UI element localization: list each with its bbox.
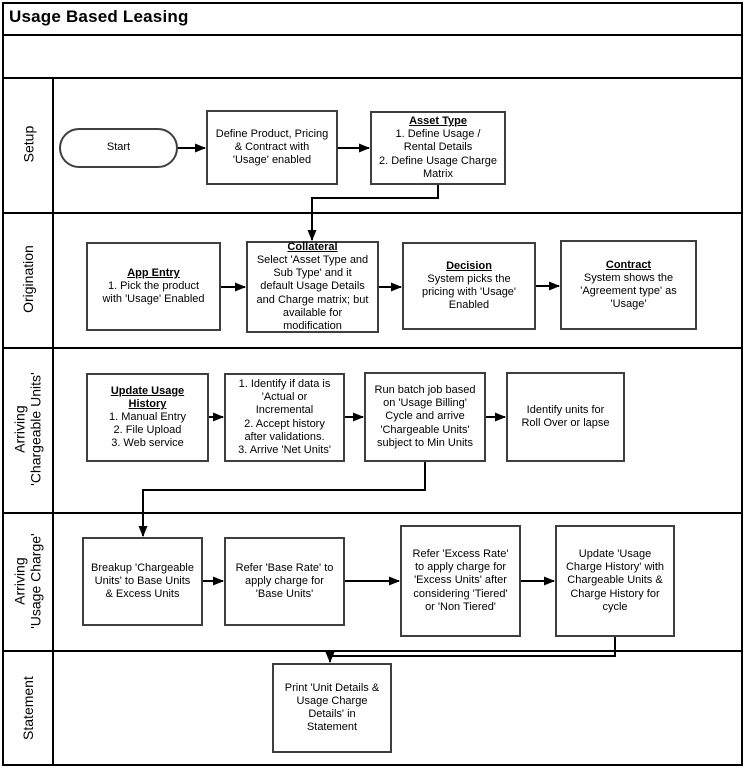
node-asset-type-header: Asset Type <box>409 115 467 128</box>
node-contract: Contract System shows the 'Agreement typ… <box>560 240 697 330</box>
node-start-label: Start <box>106 141 131 154</box>
node-app-entry: App Entry 1. Pick the product with 'Usag… <box>86 242 221 331</box>
node-identify-data: 1. Identify if data is 'Actual or Increm… <box>224 373 345 462</box>
node-define-product: Define Product, Pricing & Contract with … <box>206 110 338 185</box>
header-row-divider <box>2 77 743 79</box>
node-print-statement-label: Print 'Unit Details & Usage Charge Detai… <box>284 681 380 734</box>
lane-divider-1 <box>2 212 743 214</box>
node-asset-type-body: 1. Define Usage / Rental Details 2. Defi… <box>378 128 497 180</box>
node-identify-units-label: Identify units for Roll Over or lapse <box>521 403 610 429</box>
node-contract-body: System shows the 'Agreement type' as 'Us… <box>580 271 677 311</box>
node-refer-base-label: Refer 'Base Rate' to apply charge for 'B… <box>235 561 334 601</box>
node-identify-data-label: 1. Identify if data is 'Actual or Increm… <box>238 377 331 456</box>
lane-label-origination: Origination <box>19 245 36 314</box>
node-update-usage-history-body: 1. Manual Entry 2. File Upload 3. Web se… <box>108 410 187 450</box>
node-collateral: Collateral Select 'Asset Type and Sub Ty… <box>246 241 379 333</box>
node-refer-excess-label: Refer 'Excess Rate' to apply charge for … <box>412 548 509 613</box>
node-refer-base: Refer 'Base Rate' to apply charge for 'B… <box>224 537 345 626</box>
lane-divider-4 <box>2 650 743 652</box>
node-print-statement: Print 'Unit Details & Usage Charge Detai… <box>272 663 392 753</box>
lane-divider-3 <box>2 512 743 514</box>
node-run-batch: Run batch job based on 'Usage Billing' C… <box>364 372 486 462</box>
node-update-history-label: Update 'Usage Charge History' with Charg… <box>565 548 665 613</box>
node-collateral-body: Select 'Asset Type and Sub Type' and it … <box>256 254 369 332</box>
node-run-batch-label: Run batch job based on 'Usage Billing' C… <box>374 384 476 449</box>
title-divider <box>2 34 743 36</box>
node-breakup-label: Breakup 'Chargeable Units' to Base Units… <box>90 561 194 601</box>
node-update-history: Update 'Usage Charge History' with Charg… <box>555 525 675 637</box>
node-decision-header: Decision <box>446 259 492 272</box>
node-identify-units: Identify units for Roll Over or lapse <box>506 372 625 462</box>
node-app-entry-header: App Entry <box>127 266 180 279</box>
lane-label-arriving-usage-charge: Arriving 'Usage Charge' <box>11 533 44 629</box>
lane-label-statement: Statement <box>19 676 36 740</box>
node-breakup: Breakup 'Chargeable Units' to Base Units… <box>82 537 203 626</box>
lane-divider-2 <box>2 347 743 349</box>
node-define-product-label: Define Product, Pricing & Contract with … <box>215 127 329 167</box>
node-collateral-header: Collateral <box>287 240 338 253</box>
lane-label-setup: Setup <box>19 126 36 163</box>
node-start: Start <box>59 128 178 168</box>
node-update-usage-history-header: Update Usage History <box>110 384 185 410</box>
node-decision-body: System picks the pricing with 'Usage' En… <box>421 272 517 312</box>
lane-label-column-divider <box>52 77 54 764</box>
lane-label-arriving-chargeable-units: Arriving 'Chargeable Units' <box>11 372 44 487</box>
node-update-usage-history: Update Usage History 1. Manual Entry 2. … <box>86 373 209 462</box>
node-decision: Decision System picks the pricing with '… <box>402 242 536 330</box>
node-refer-excess: Refer 'Excess Rate' to apply charge for … <box>400 525 521 637</box>
node-asset-type: Asset Type 1. Define Usage / Rental Deta… <box>370 111 506 185</box>
diagram-title: Usage Based Leasing <box>9 7 189 26</box>
node-contract-header: Contract <box>605 258 652 271</box>
node-app-entry-body: 1. Pick the product with 'Usage' Enabled <box>102 279 205 306</box>
